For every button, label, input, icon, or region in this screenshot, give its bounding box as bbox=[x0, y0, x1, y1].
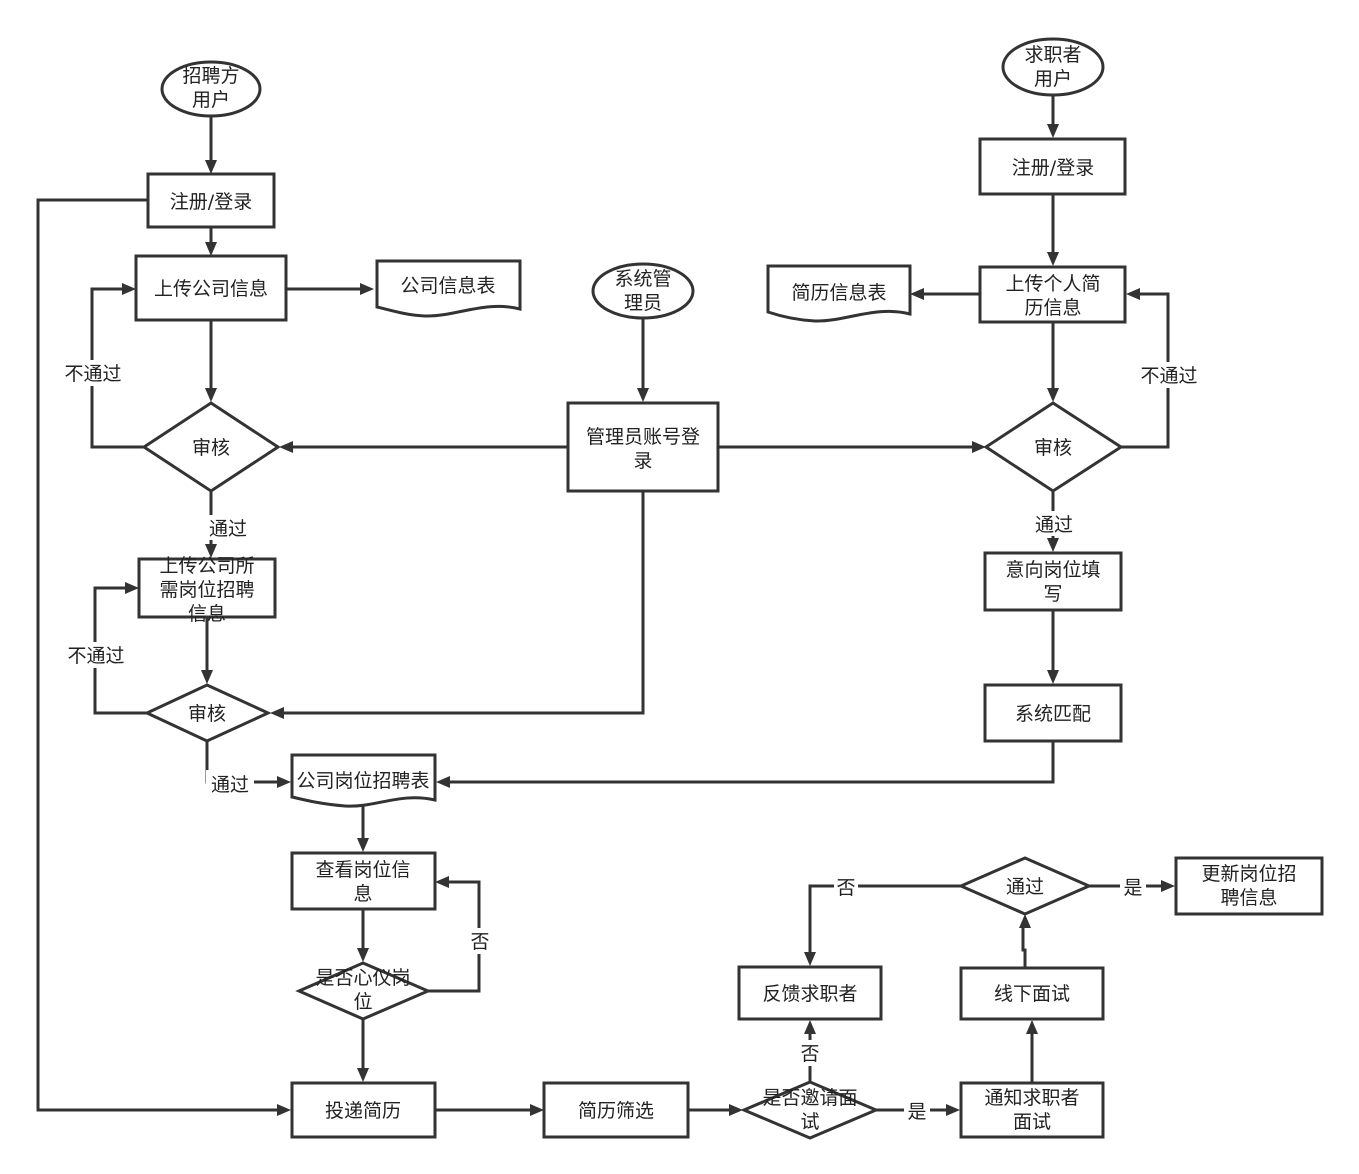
screen-label: 简历筛选 bbox=[578, 1100, 654, 1122]
notify-label-1: 通知求职者 bbox=[984, 1087, 1079, 1109]
seeker-register-label: 注册/登录 bbox=[1012, 157, 1094, 179]
resume-table-label: 简历信息表 bbox=[791, 282, 886, 304]
view-job-box bbox=[290, 851, 437, 911]
recruiter-review2-diamond bbox=[143, 683, 272, 743]
update-box bbox=[1174, 856, 1324, 916]
seeker-register-box bbox=[978, 137, 1127, 196]
intent-label-1: 意向岗位填 bbox=[1005, 559, 1100, 581]
recruiter-start-label-2: 用户 bbox=[192, 89, 230, 111]
review2-pass-label: 通过 bbox=[211, 774, 249, 796]
review2-fail-label: 不通过 bbox=[67, 645, 124, 667]
passed-no-label: 否 bbox=[836, 877, 855, 899]
company-table-document bbox=[375, 259, 522, 318]
admin-start-node bbox=[591, 262, 695, 320]
edge-register-to-deliver bbox=[36, 198, 283, 1112]
company-table-label: 公司信息表 bbox=[400, 275, 495, 297]
upload-job-label-3: 信息 bbox=[188, 603, 226, 625]
upload-resume-label-2: 历信息 bbox=[1024, 297, 1081, 319]
admin-login-label-1: 管理员账号登 bbox=[586, 426, 700, 448]
update-label-2: 聘信息 bbox=[1220, 887, 1277, 909]
intent-box bbox=[983, 551, 1123, 612]
upload-company-box bbox=[134, 254, 288, 322]
update-label-1: 更新岗位招 bbox=[1201, 863, 1296, 885]
seeker-start-label-2: 用户 bbox=[1034, 68, 1072, 90]
invite-label-2: 试 bbox=[800, 1111, 819, 1133]
edge-login-review2 bbox=[278, 492, 645, 715]
notify-label-2: 面试 bbox=[1013, 1111, 1051, 1133]
passed-diamond bbox=[957, 856, 1093, 916]
invite-label-1: 是否邀请面 bbox=[762, 1087, 857, 1109]
seeker-review-diamond bbox=[983, 401, 1124, 493]
ideal-no-label: 否 bbox=[470, 931, 489, 953]
seeker-start-label-1: 求职者 bbox=[1024, 44, 1081, 66]
edge-passed-no-feedback bbox=[808, 884, 961, 958]
upload-company-label: 上传公司信息 bbox=[154, 278, 268, 300]
screen-box bbox=[542, 1081, 690, 1139]
match-box bbox=[983, 683, 1123, 743]
job-table-label: 公司岗位招聘表 bbox=[296, 770, 429, 792]
seeker-review-label: 审核 bbox=[1034, 437, 1072, 459]
edge-offline-passed bbox=[1021, 922, 1027, 967]
recruiter-review2-label: 审核 bbox=[188, 703, 226, 725]
ideal-diamond bbox=[295, 961, 432, 1021]
admin-start-label-1: 系统管 bbox=[614, 268, 671, 290]
admin-start-label-2: 理员 bbox=[624, 292, 662, 314]
recruiter-register-label: 注册/登录 bbox=[170, 191, 252, 213]
invite-no-label: 否 bbox=[800, 1043, 819, 1065]
recruiter-review1-label: 审核 bbox=[192, 437, 230, 459]
view-job-label-1: 查看岗位信 bbox=[315, 859, 410, 881]
deliver-label: 投递简历 bbox=[325, 1100, 401, 1122]
review1-pass-label: 通过 bbox=[209, 518, 247, 540]
passed-label: 通过 bbox=[1006, 876, 1044, 898]
seeker-start-node bbox=[1001, 37, 1105, 97]
recruiter-register-box bbox=[146, 172, 276, 229]
offline-box bbox=[959, 966, 1105, 1021]
offline-label: 线下面试 bbox=[994, 983, 1070, 1005]
match-label: 系统匹配 bbox=[1015, 703, 1091, 725]
admin-login-label-2: 录 bbox=[633, 450, 652, 472]
resume-table-document bbox=[766, 264, 912, 323]
job-table-document bbox=[290, 753, 437, 808]
ideal-label-2: 位 bbox=[353, 991, 372, 1013]
notify-box bbox=[959, 1081, 1105, 1139]
upload-job-label-2: 需岗位招聘 bbox=[159, 579, 254, 601]
invite-diamond bbox=[740, 1080, 880, 1140]
feedback-box bbox=[737, 965, 883, 1021]
recruiter-start-label-1: 招聘方 bbox=[182, 65, 239, 87]
passed-yes-label: 是 bbox=[1123, 877, 1142, 899]
review1-fail-label: 不通过 bbox=[64, 363, 121, 385]
seeker-review-pass-label: 通过 bbox=[1035, 514, 1073, 536]
recruiter-review1-diamond bbox=[141, 401, 281, 493]
upload-job-label-1: 上传公司所 bbox=[159, 555, 254, 577]
seeker-review-fail-label: 不通过 bbox=[1140, 365, 1197, 387]
feedback-label: 反馈求职者 bbox=[762, 983, 857, 1005]
admin-login-box bbox=[566, 401, 720, 493]
upload-resume-label-1: 上传个人简 bbox=[1005, 273, 1100, 295]
edge-match-job-table bbox=[444, 741, 1055, 784]
ideal-label-1: 是否心仪岗 bbox=[315, 967, 410, 989]
upload-resume-box bbox=[978, 265, 1127, 324]
upload-job-box bbox=[137, 557, 277, 619]
deliver-box bbox=[290, 1081, 437, 1139]
view-job-label-2: 息 bbox=[353, 883, 372, 905]
recruiter-start-node bbox=[160, 60, 262, 118]
intent-label-2: 写 bbox=[1043, 583, 1062, 605]
invite-yes-label: 是 bbox=[907, 1101, 926, 1123]
